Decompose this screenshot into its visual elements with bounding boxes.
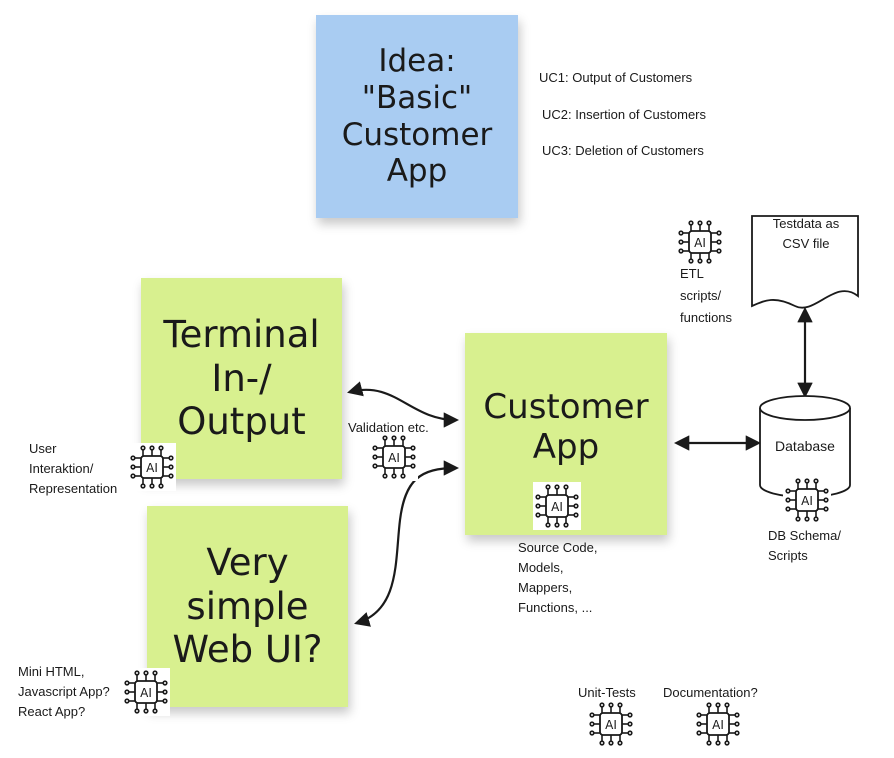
ai-chip-icon: AI (370, 433, 418, 481)
db-schema-line-1: DB Schema/ (768, 528, 841, 543)
svg-text:AI: AI (694, 236, 706, 250)
etl-line-3: functions (680, 310, 733, 325)
use-case-3: UC3: Deletion of Customers (542, 143, 704, 158)
etl-label: ETL scripts/ functions (680, 263, 732, 329)
testdata-document-label: Testdata as CSV file (760, 214, 852, 254)
user-interaction-line-3: Representation (29, 481, 118, 496)
web-ui-line-1: Very (206, 541, 289, 585)
svg-text:AI: AI (712, 718, 724, 732)
svg-text:AI: AI (551, 500, 563, 514)
ai-chip-icon: AI (122, 668, 170, 716)
ai-chip-icon: AI (533, 482, 581, 530)
idea-line-2: "Basic" (361, 79, 473, 116)
web-ui-label-line-2: Javascript App? (18, 684, 110, 699)
documentation-label: Documentation? (663, 685, 758, 700)
terminal-line-1: Terminal (163, 313, 320, 357)
svg-text:AI: AI (388, 451, 400, 465)
idea-line-4: App (386, 153, 448, 190)
svg-text:AI: AI (140, 686, 152, 700)
web-ui-label-line-3: React App? (18, 704, 86, 719)
unit-tests-label: Unit-Tests (578, 685, 636, 700)
customer-app-line-1: Customer (483, 387, 649, 427)
source-code-line-1: Source Code, (518, 540, 598, 555)
user-interaction-label: User Interaktion/ Representation (29, 439, 117, 499)
terminal-line-2: In-/ (211, 356, 272, 400)
terminal-app-arrow (347, 381, 460, 428)
terminal-line-3: Output (177, 400, 306, 444)
source-code-line-3: Mappers, (518, 580, 573, 595)
web-ui-line-2: simple (186, 584, 309, 628)
database-cylinder-shape (759, 395, 851, 498)
user-interaction-line-2: Interaktion/ (29, 461, 94, 476)
database-label: Database (775, 438, 835, 454)
idea-sticky-note[interactable]: Idea: "Basic" Customer App (316, 15, 518, 218)
web-ui-label-line-1: Mini HTML, (18, 664, 85, 679)
etl-line-2: scripts/ (680, 288, 722, 303)
ai-chip-icon: AI (676, 218, 724, 266)
use-case-1: UC1: Output of Customers (539, 70, 693, 85)
testdata-line-2: CSV file (782, 236, 830, 251)
etl-line-1: ETL (680, 266, 704, 281)
web-ui-sticky-note[interactable]: Very simple Web UI? (147, 506, 348, 707)
db-schema-label: DB Schema/ Scripts (768, 526, 841, 566)
ai-chip-icon: AI (128, 443, 176, 491)
web-ui-line-3: Web UI? (172, 628, 323, 672)
source-code-line-2: Models, (518, 560, 564, 575)
web-ui-label: Mini HTML, Javascript App? React App? (18, 662, 110, 722)
db-schema-line-2: Scripts (768, 548, 808, 563)
svg-text:AI: AI (605, 718, 617, 732)
validation-label: Validation etc. (348, 420, 429, 435)
user-interaction-line-1: User (29, 441, 57, 456)
testdata-document-shape (751, 215, 859, 309)
svg-text:AI: AI (801, 494, 813, 508)
webui-app-arrow (354, 460, 460, 627)
ai-chip-icon: AI (694, 700, 742, 748)
idea-line-3: Customer (341, 116, 493, 153)
use-case-2: UC2: Insertion of Customers (542, 107, 707, 122)
ai-chip-icon: AI (587, 700, 635, 748)
testdata-line-1: Testdata as (772, 216, 840, 231)
source-code-line-4: Functions, ... (518, 600, 593, 615)
ai-chip-icon: AI (783, 476, 831, 524)
source-code-label: Source Code, Models, Mappers, Functions,… (518, 538, 598, 618)
customer-app-line-2: App (532, 427, 600, 468)
svg-text:AI: AI (146, 461, 158, 475)
idea-line-1: Idea: (378, 43, 456, 80)
